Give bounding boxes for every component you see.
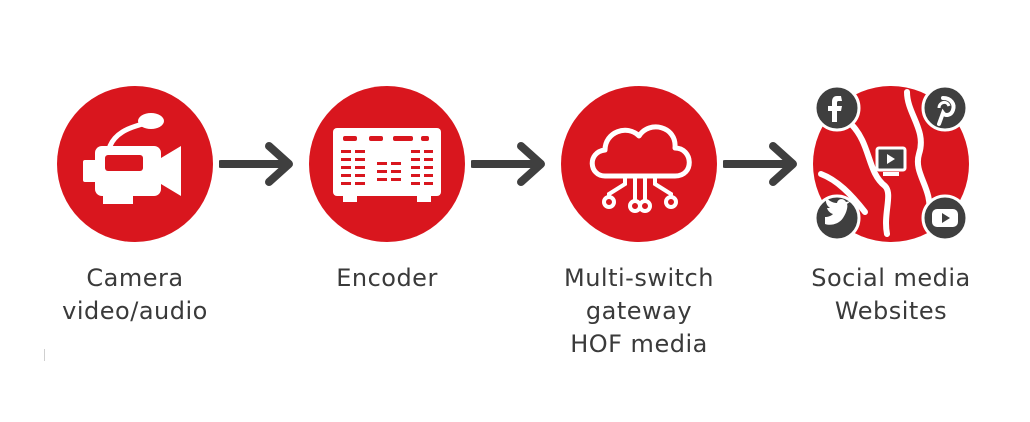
camera-node	[55, 84, 215, 244]
social-node	[811, 84, 971, 244]
arrow-right-icon	[723, 140, 801, 188]
globe-social-icon	[813, 84, 969, 242]
twitter-icon	[813, 194, 861, 242]
monitor-play-icon	[875, 146, 907, 176]
arrow-right-icon	[219, 140, 297, 188]
camera-label: Camera video/audio	[62, 264, 208, 325]
gateway-label: Multi-switch gateway HOF media	[564, 264, 714, 358]
video-camera-icon	[57, 86, 213, 242]
social-label: Social media Websites	[811, 264, 971, 325]
facebook-icon	[813, 84, 861, 132]
encoder-node	[307, 84, 467, 244]
divider	[44, 349, 45, 361]
cloud-network-icon	[561, 86, 717, 242]
youtube-icon	[921, 194, 969, 242]
encoder-label: Encoder	[336, 264, 438, 292]
gateway-node	[559, 84, 719, 244]
arrow-right-icon	[471, 140, 549, 188]
pinterest-icon	[921, 84, 969, 132]
encoder-device-icon	[309, 86, 465, 242]
